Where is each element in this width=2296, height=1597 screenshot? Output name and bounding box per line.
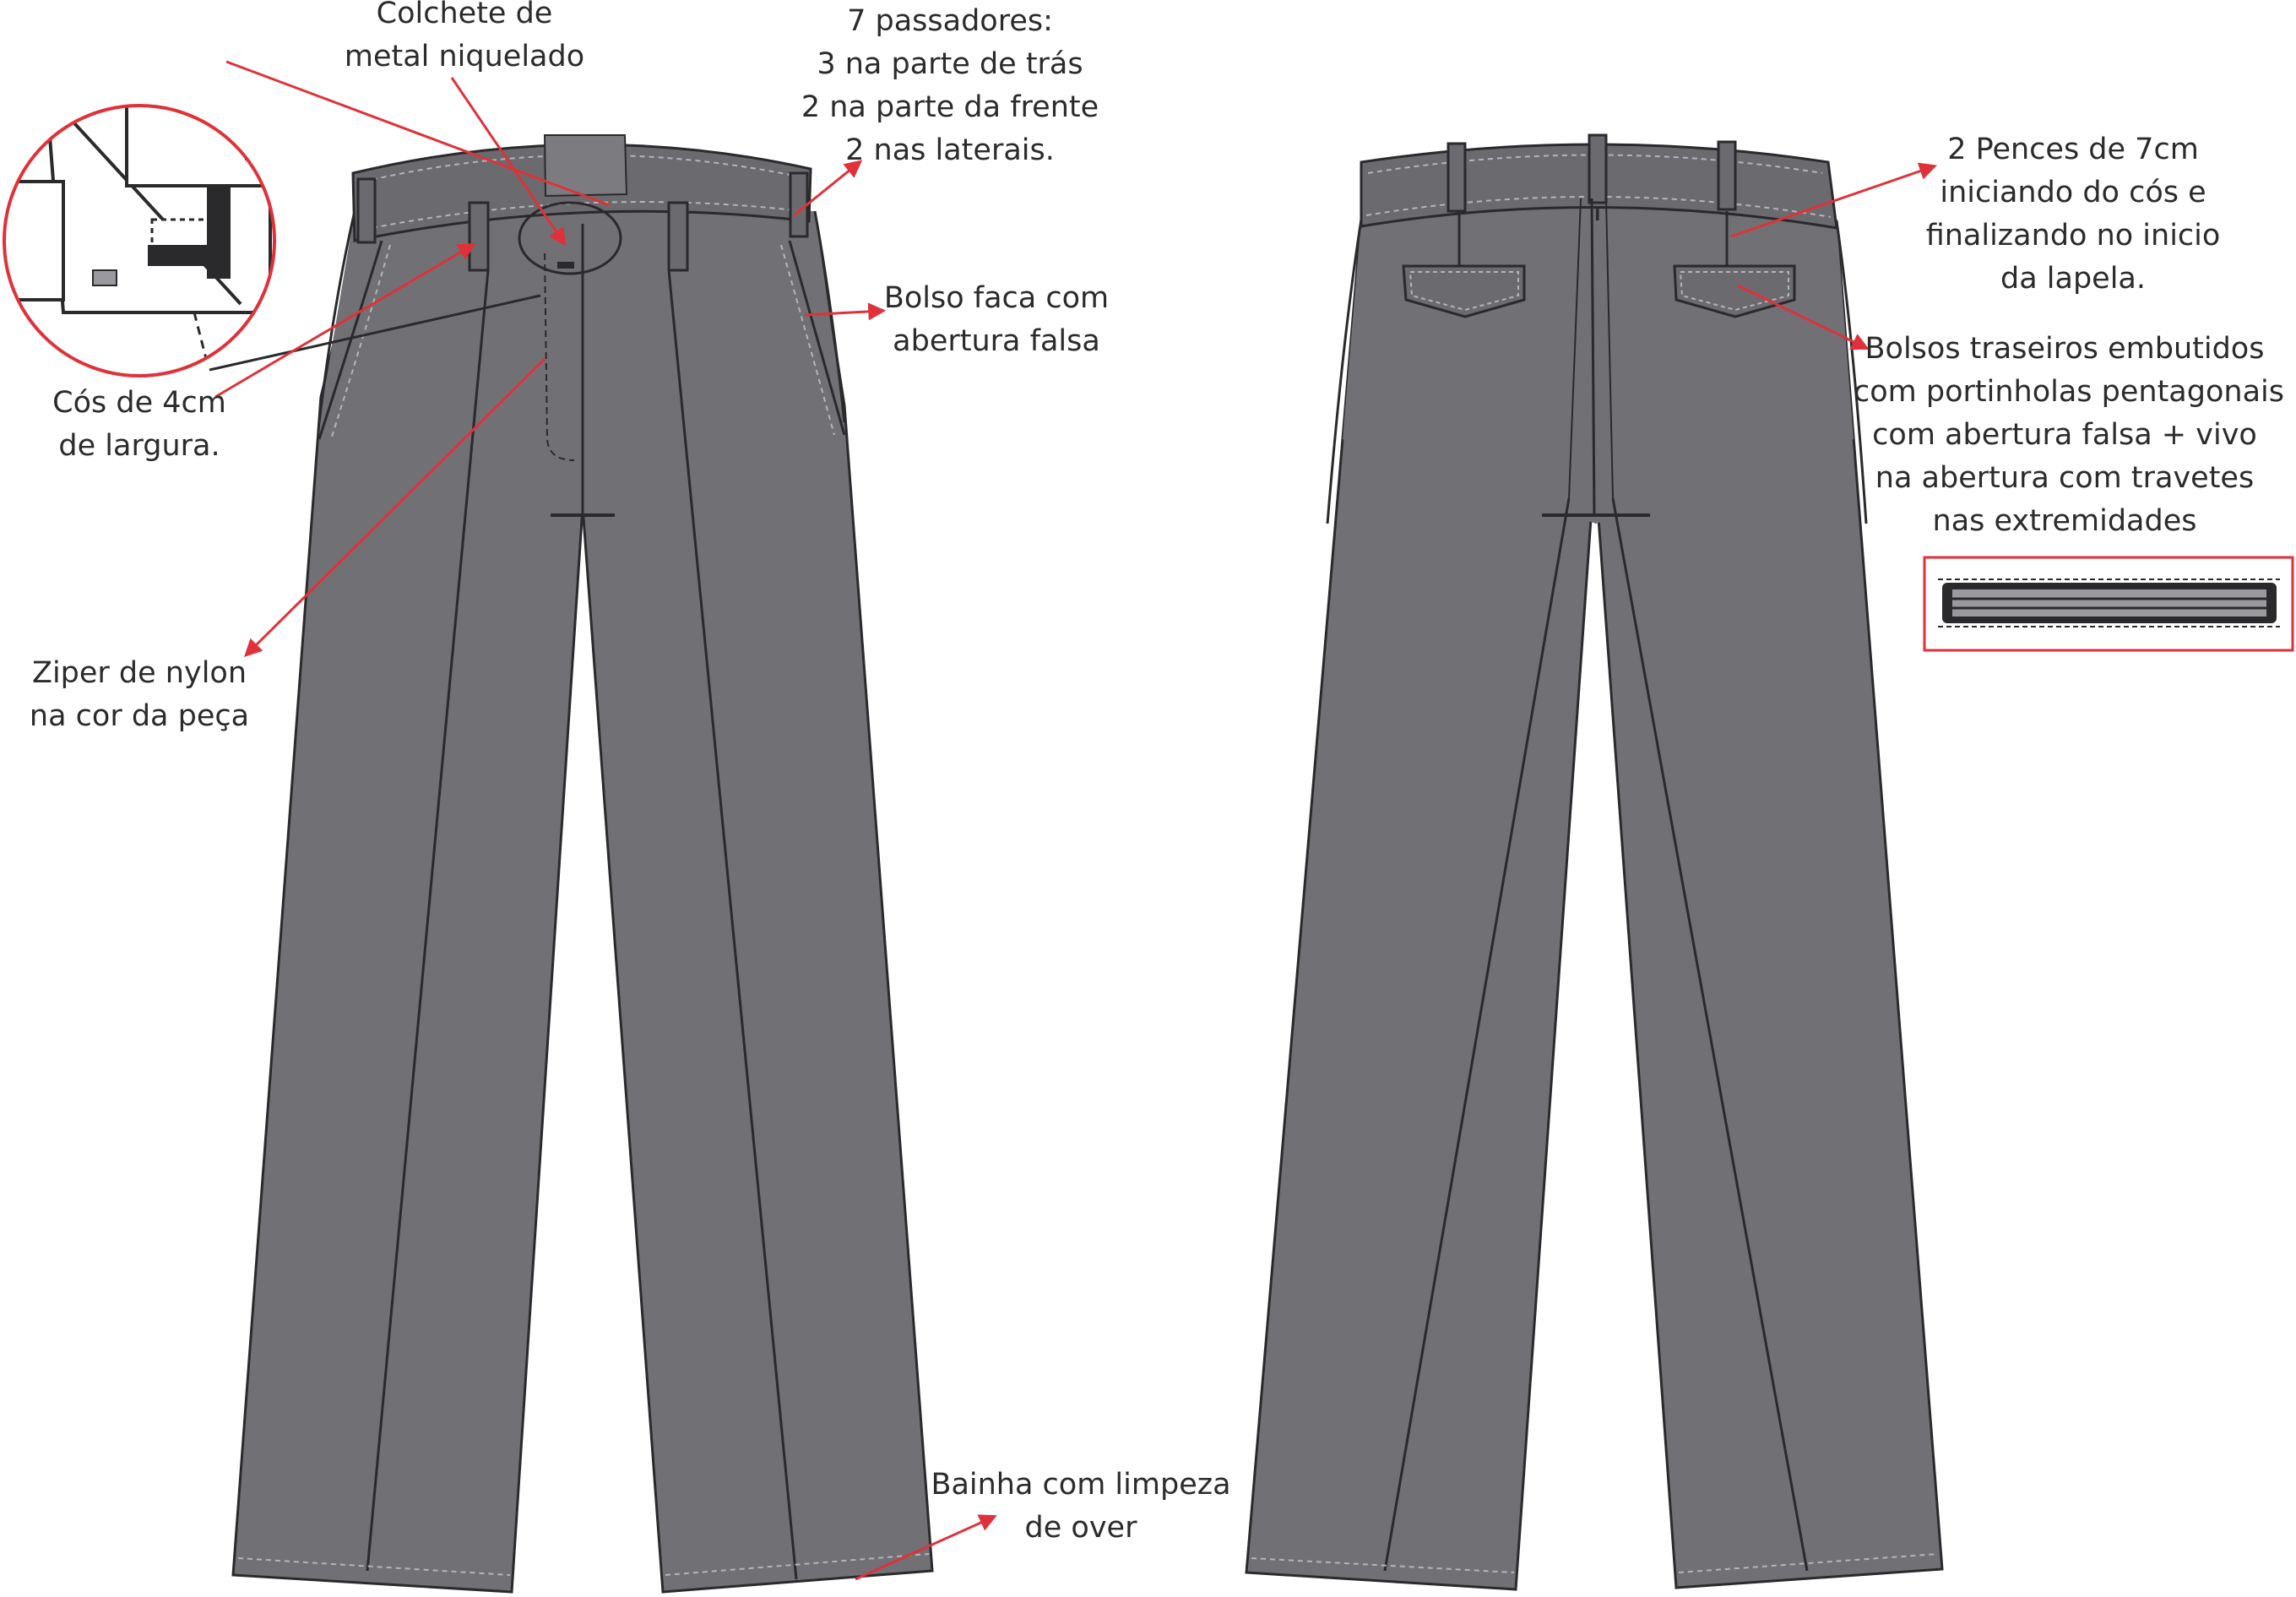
callout-loops-line: 2 nas laterais. bbox=[845, 133, 1055, 167]
callout-darts-line: 2 Pences de 7cm bbox=[1947, 133, 2199, 166]
callout-loops-line: 7 passadores: bbox=[847, 4, 1053, 38]
callout-hook-line: Colchete de bbox=[376, 0, 553, 30]
belt-loop bbox=[789, 171, 809, 238]
arrow-hem bbox=[855, 1514, 997, 1581]
slash-pocket-left bbox=[318, 240, 383, 440]
callout-waistband-line: Cós de 4cm bbox=[52, 386, 226, 420]
arrow-zipper bbox=[244, 357, 546, 657]
hook-closure bbox=[557, 262, 574, 269]
callout-zipper-line: Ziper de nylon bbox=[31, 656, 247, 690]
callout-loops: 7 passadores: 3 na parte de trás 2 na pa… bbox=[794, 0, 1106, 172]
callout-loops-line: 3 na parte de trás bbox=[817, 47, 1083, 81]
belt-loop bbox=[1588, 133, 1608, 204]
callout-back-pockets-line: na abertura com travetes bbox=[1875, 461, 2255, 495]
callout-darts-line: iniciando do cós e bbox=[1940, 176, 2206, 209]
front-crease-left bbox=[366, 269, 490, 1572]
callout-hem-line: de over bbox=[1024, 1511, 1137, 1545]
arrow-waistband bbox=[214, 242, 476, 399]
belt-loop bbox=[468, 201, 490, 272]
center-back-seam bbox=[1590, 198, 1596, 516]
welt-detail-icon bbox=[1923, 556, 2294, 652]
callout-loops-line: 2 na parte da frente bbox=[801, 90, 1099, 124]
callout-zipper: Ziper de nylon na cor da peça bbox=[25, 652, 253, 738]
callout-darts-line: da lapela. bbox=[2000, 262, 2146, 296]
callout-arrows bbox=[214, 77, 1937, 1581]
arrow-darts bbox=[1730, 162, 1937, 238]
back-pocket-flap-right bbox=[1673, 264, 1796, 318]
zipper-stitch bbox=[544, 253, 575, 461]
back-crease-left bbox=[1383, 497, 1571, 1572]
arrow-hook bbox=[450, 77, 567, 247]
back-pocket-flap-left bbox=[1402, 264, 1526, 318]
callout-back-pockets-line: nas extremidades bbox=[1932, 504, 2197, 538]
callout-back-pockets-line: com portinholas pentagonais bbox=[1854, 375, 2284, 409]
belt-loop bbox=[667, 201, 689, 272]
callout-pocket-line: Bolso faca com bbox=[883, 281, 1110, 315]
belt-loop bbox=[1447, 142, 1467, 213]
arrow-pocket bbox=[804, 302, 887, 321]
callout-darts: 2 Pences de 7cm iniciando do cós e final… bbox=[1917, 128, 2229, 301]
detail-magnifier-target bbox=[518, 201, 622, 275]
arrow-back-pockets bbox=[1737, 284, 1870, 350]
callout-back-pockets: Bolsos traseiros embutidos com portinhol… bbox=[1854, 328, 2284, 543]
callout-pocket: Bolso faca com abertura falsa bbox=[878, 277, 1115, 363]
belt-loop bbox=[1717, 140, 1737, 211]
front-crease-right bbox=[667, 269, 798, 1580]
callout-pocket-line: abertura falsa bbox=[893, 324, 1100, 358]
hem-stitch bbox=[237, 1557, 511, 1576]
callout-hook-line: metal niquelado bbox=[344, 40, 585, 73]
callout-hook: Colchete de metal niquelado bbox=[321, 0, 608, 79]
arrow-loops bbox=[793, 160, 863, 217]
slash-pocket-right bbox=[788, 240, 846, 436]
back-trousers bbox=[1245, 133, 1944, 1591]
front-trousers bbox=[209, 134, 934, 1594]
callout-hem-line: Bainha com limpeza bbox=[931, 1468, 1231, 1502]
callout-back-pockets-line: com abertura falsa + vivo bbox=[1872, 418, 2257, 452]
callout-waistband-line: de largura. bbox=[58, 429, 220, 463]
back-crease-right bbox=[1611, 497, 1809, 1572]
callout-zipper-line: na cor da peça bbox=[29, 699, 250, 733]
callout-hem: Bainha com limpeza de over bbox=[925, 1464, 1237, 1550]
callout-back-pockets-line: Bolsos traseiros embutidos bbox=[1864, 332, 2265, 366]
callout-darts-line: finalizando no inicio bbox=[1925, 219, 2221, 253]
callout-waistband: Cós de 4cm de largura. bbox=[34, 382, 245, 468]
belt-loop bbox=[356, 177, 377, 244]
